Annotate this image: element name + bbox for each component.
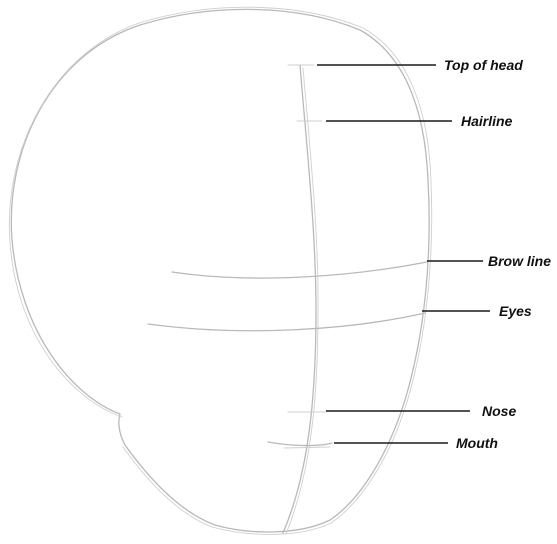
label-hairline: Hairline	[461, 113, 513, 129]
horizontal-guidelines	[148, 65, 427, 448]
eye-line-guide	[148, 313, 425, 331]
brow-line-guide	[172, 262, 427, 278]
mouth-guide-secondary	[284, 447, 330, 448]
label-eyes: Eyes	[499, 303, 532, 319]
label-mouth: Mouth	[456, 435, 498, 451]
label-nose: Nose	[482, 403, 516, 419]
labels: Top of head Hairline Brow line Eyes Nose…	[444, 57, 551, 451]
mouth-guide	[268, 442, 332, 446]
label-brow-line: Brow line	[488, 253, 551, 269]
center-guideline	[283, 65, 318, 534]
label-top-of-head: Top of head	[444, 57, 523, 73]
